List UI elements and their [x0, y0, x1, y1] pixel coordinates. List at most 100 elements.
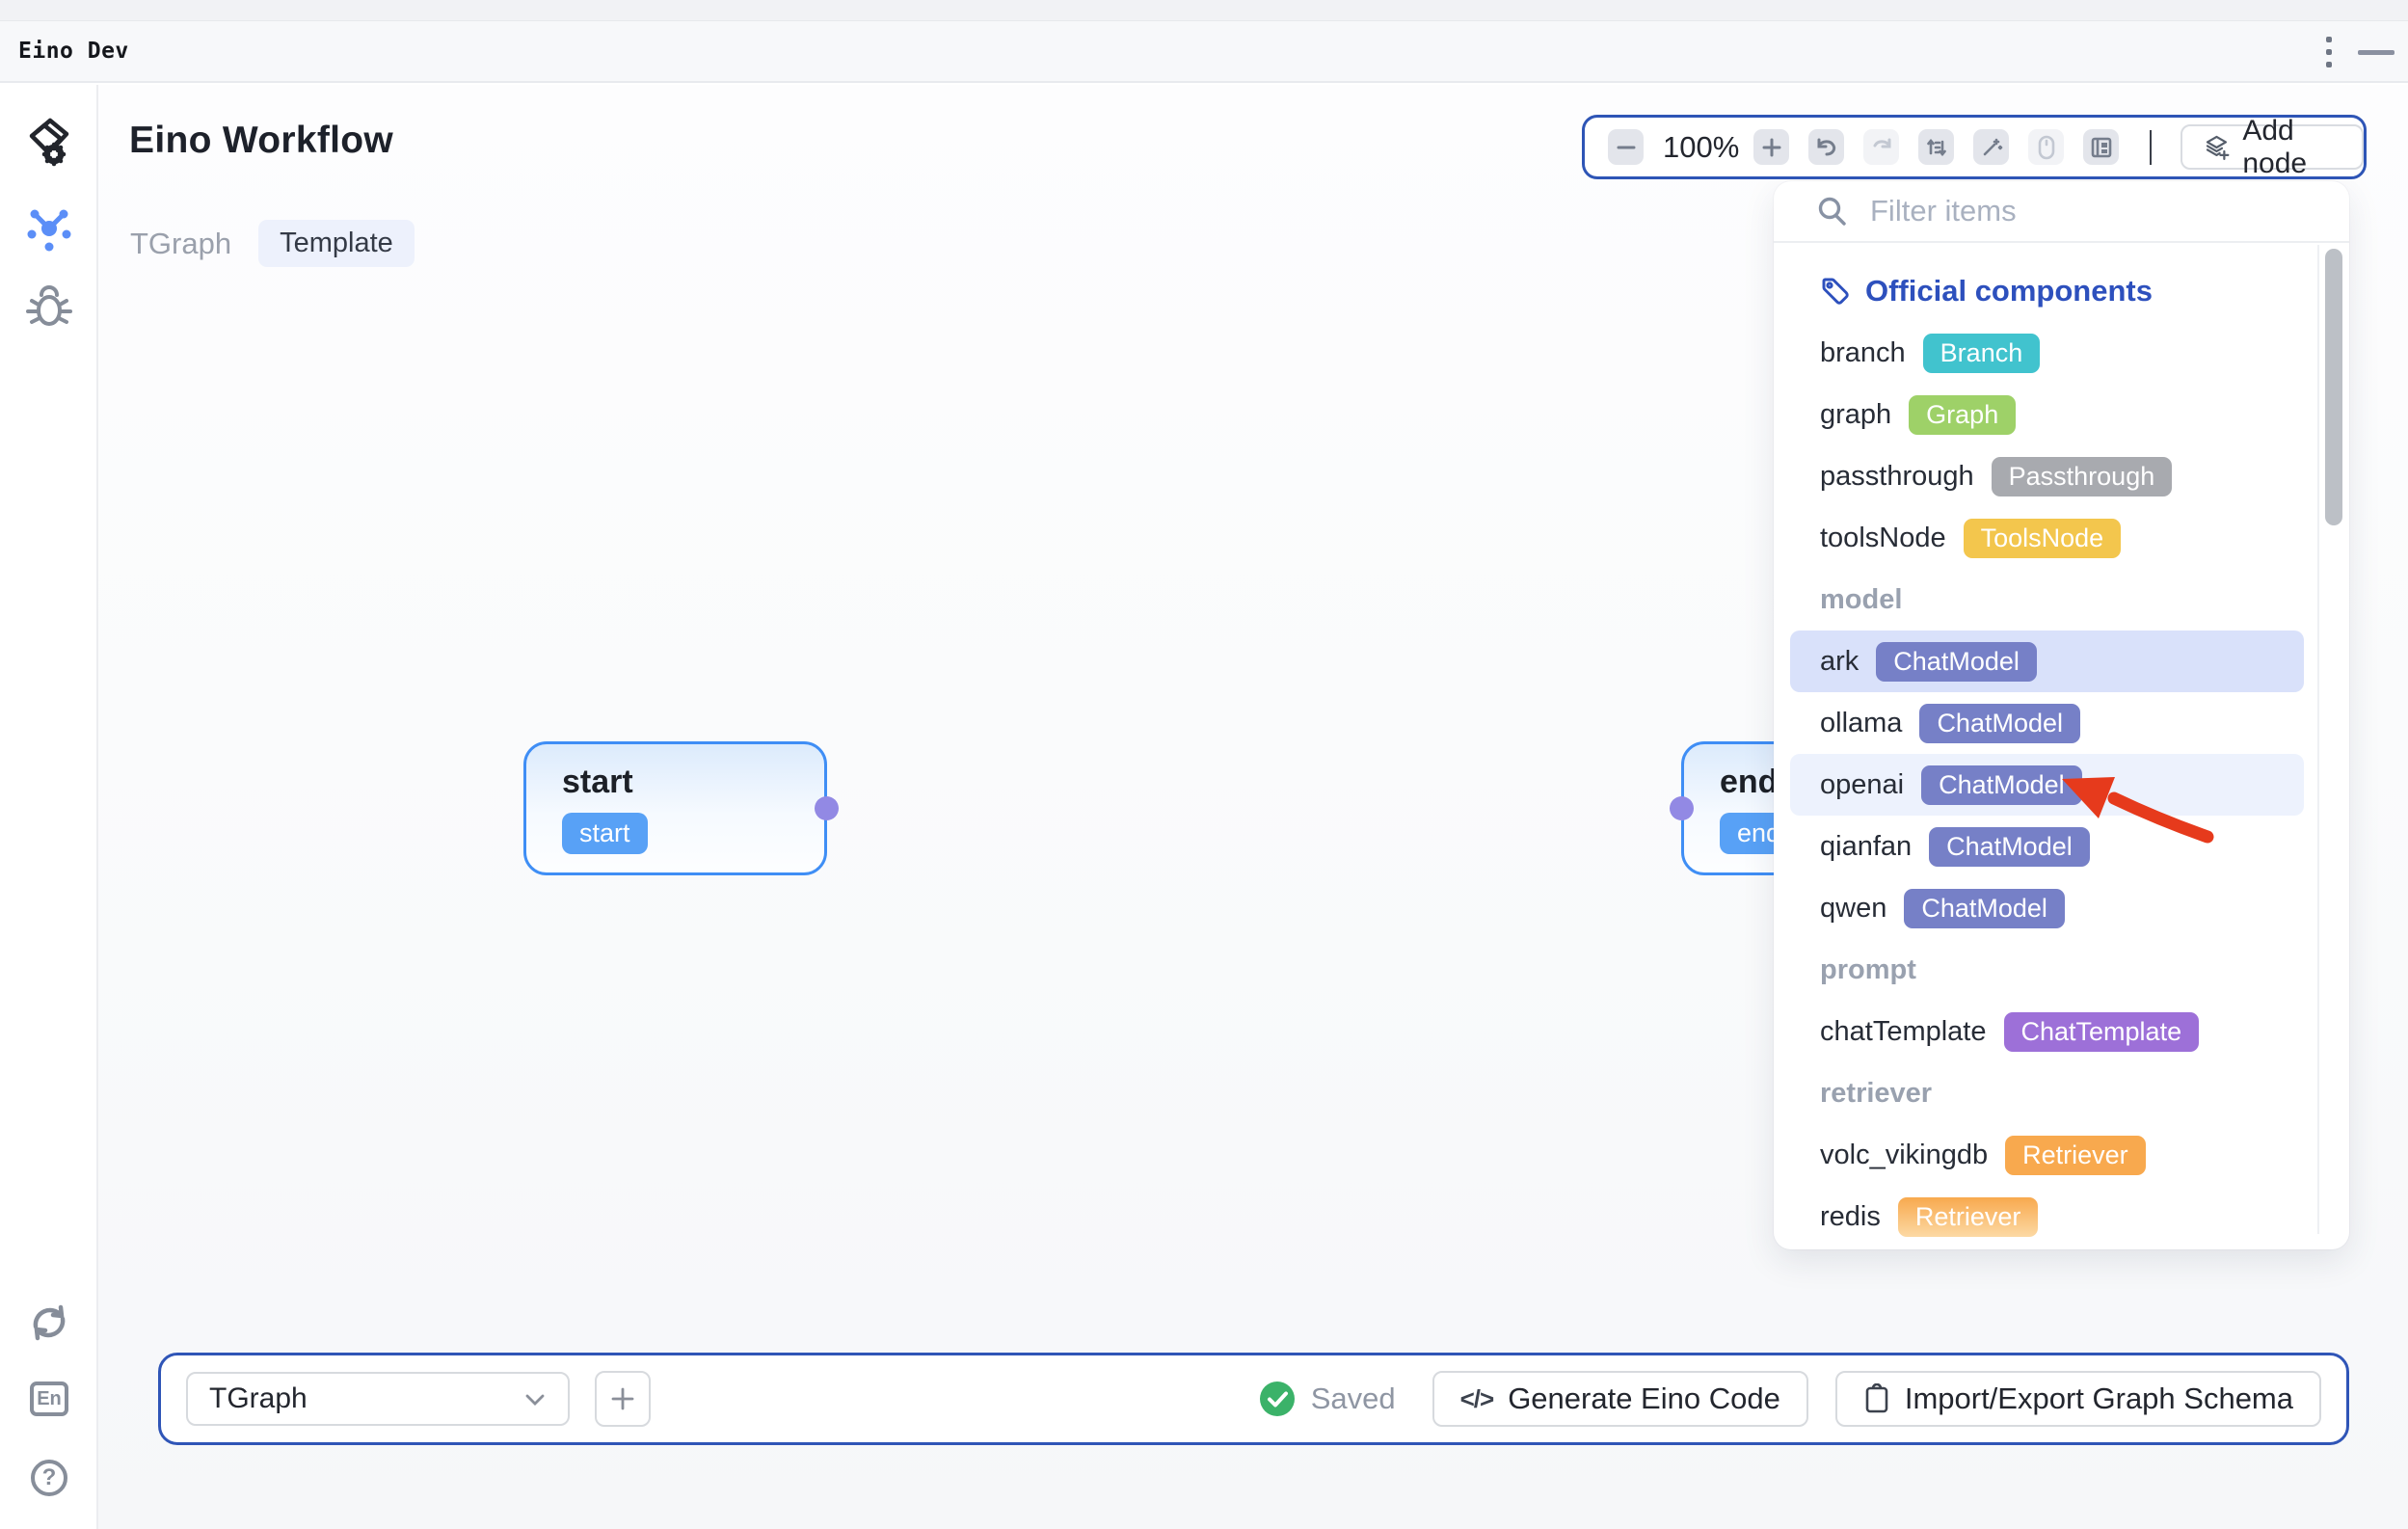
help-label: ? [41, 1464, 57, 1490]
clipboard-icon [1865, 1383, 1888, 1413]
bottom-bar: TGraph Saved </> Generate Eino Code Impo… [158, 1353, 2349, 1445]
panel-item-openai[interactable]: openai ChatModel [1790, 754, 2304, 816]
component-type-badge: ToolsNode [1963, 518, 2122, 558]
magic-wand-button[interactable] [1973, 129, 2009, 165]
component-name: volc_vikingdb [1820, 1139, 1989, 1170]
component-type-badge: ChatModel [1904, 888, 2065, 928]
component-list: Official components branch Branch graph Gra… [1774, 245, 2349, 1249]
window-menu-icon[interactable] [2325, 37, 2333, 67]
node-start-title: start [562, 764, 633, 800]
panel-section-prompt: prompt [1790, 939, 2304, 1001]
zoom-level: 100% [1663, 129, 1740, 164]
generate-code-label: Generate Eino Code [1508, 1381, 1780, 1415]
tag-icon [1822, 278, 1849, 305]
minimize-icon[interactable] [2358, 49, 2395, 55]
panel-section-model: model [1790, 569, 2304, 630]
import-export-label: Import/Export Graph Schema [1904, 1381, 2293, 1415]
node-start-badge: start [562, 813, 648, 854]
undo-button[interactable] [1808, 129, 1844, 165]
filter-row [1774, 181, 2349, 243]
component-type-badge: ChatModel [1921, 764, 2082, 805]
template-badge: Template [258, 220, 415, 267]
component-name: toolsNode [1820, 522, 1946, 553]
panel-item-qwen[interactable]: qwen ChatModel [1790, 877, 2304, 939]
component-name: branch [1820, 336, 1906, 368]
component-name: redis [1820, 1200, 1881, 1232]
chevron-down-icon [523, 1382, 547, 1415]
add-node-label: Add node [2242, 114, 2308, 179]
layers-plus-icon [2207, 135, 2230, 160]
component-type-badge: Passthrough [1991, 456, 2173, 496]
generate-code-button[interactable]: </> Generate Eino Code [1431, 1371, 1808, 1427]
node-start[interactable]: start start [523, 741, 839, 875]
saved-check-icon [1259, 1381, 1295, 1416]
scrollbar-thumb[interactable] [2325, 249, 2342, 525]
component-type-badge: Retriever [2005, 1135, 2146, 1175]
component-type-badge: ChatModel [1876, 641, 2037, 682]
add-node-dropdown: Official components branch Branch graph Gra… [1774, 181, 2349, 1249]
code-icon: </> [1459, 1383, 1495, 1413]
refresh-icon[interactable] [26, 1301, 72, 1344]
panel-item-passthrough[interactable]: passthrough Passthrough [1790, 445, 2304, 507]
component-type-badge: ChatModel [1929, 826, 2090, 867]
panel-item-toolsNode[interactable]: toolsNode ToolsNode [1790, 507, 2304, 569]
language-label: En [37, 1387, 62, 1409]
node-end-input-port[interactable] [1670, 796, 1694, 820]
component-name: ark [1820, 645, 1860, 677]
saved-label: Saved [1310, 1381, 1396, 1415]
minimap-button[interactable] [2083, 129, 2119, 165]
import-export-button[interactable]: Import/Export Graph Schema [1834, 1371, 2321, 1427]
panel-item-ark[interactable]: ark ChatModel [1790, 630, 2304, 692]
section-label: prompt [1820, 953, 1916, 985]
panel-item-graph[interactable]: graph Graph [1790, 384, 2304, 445]
add-graph-button[interactable] [595, 1371, 651, 1427]
node-start-output-port[interactable] [815, 796, 839, 820]
component-name: qianfan [1820, 830, 1913, 862]
eino-logo-icon[interactable] [24, 116, 74, 170]
panel-section-retriever: retriever [1790, 1062, 2304, 1124]
component-name: qwen [1820, 892, 1887, 924]
mouse-mode-button[interactable] [2028, 129, 2064, 165]
panel-item-volc_vikingdb[interactable]: volc_vikingdb Retriever [1790, 1124, 2304, 1186]
official-components-label: Official components [1865, 274, 2153, 308]
zoom-out-button[interactable] [1608, 129, 1644, 165]
component-name: graph [1820, 398, 1892, 430]
graph-select[interactable]: TGraph [186, 1372, 570, 1426]
search-icon [1818, 197, 1846, 226]
graph-select-value: TGraph [209, 1382, 308, 1414]
zoom-in-button[interactable] [1753, 129, 1789, 165]
window-top-strip [0, 0, 2408, 21]
language-icon[interactable]: En [30, 1381, 68, 1416]
workflow-hub-icon[interactable] [23, 202, 75, 255]
annotation-arrow [2062, 777, 2214, 844]
component-name: ollama [1820, 707, 1903, 738]
toolbar-divider [2150, 129, 2153, 165]
titlebar: Eino Dev [0, 21, 2408, 83]
component-type-badge: ChatTemplate [2003, 1011, 2200, 1052]
canvas-toolbar: 100% Add node [1582, 115, 2367, 179]
page-title: Eino Workflow [129, 120, 394, 161]
save-status: Saved [1258, 1380, 1396, 1418]
help-icon[interactable]: ? [31, 1460, 67, 1496]
component-type-badge: Branch [1922, 333, 2041, 373]
component-name: openai [1820, 768, 1905, 800]
panel-item-redis[interactable]: redis Retriever [1790, 1186, 2304, 1247]
component-type-badge: Graph [1909, 394, 2017, 435]
redo-button[interactable] [1863, 129, 1899, 165]
add-node-button[interactable]: Add node [2181, 115, 2364, 179]
sidebar: En ? [0, 85, 98, 1529]
filter-items-input[interactable] [1870, 194, 2349, 228]
component-type-badge: ChatModel [1919, 703, 2081, 743]
panel-item-branch[interactable]: branch Branch [1790, 322, 2304, 384]
graph-name-label: TGraph [130, 226, 232, 260]
auto-layout-button[interactable] [1918, 129, 1954, 165]
panel-item-ollama[interactable]: ollama ChatModel [1790, 692, 2304, 754]
debug-bug-icon[interactable] [24, 285, 74, 330]
component-type-badge: Retriever [1897, 1196, 2039, 1237]
node-end-title: end [1720, 764, 1779, 800]
panel-item-qianfan[interactable]: qianfan ChatModel [1790, 816, 2304, 877]
window-title: Eino Dev [18, 39, 129, 64]
section-label: model [1820, 583, 1903, 615]
component-name: passthrough [1820, 460, 1974, 492]
